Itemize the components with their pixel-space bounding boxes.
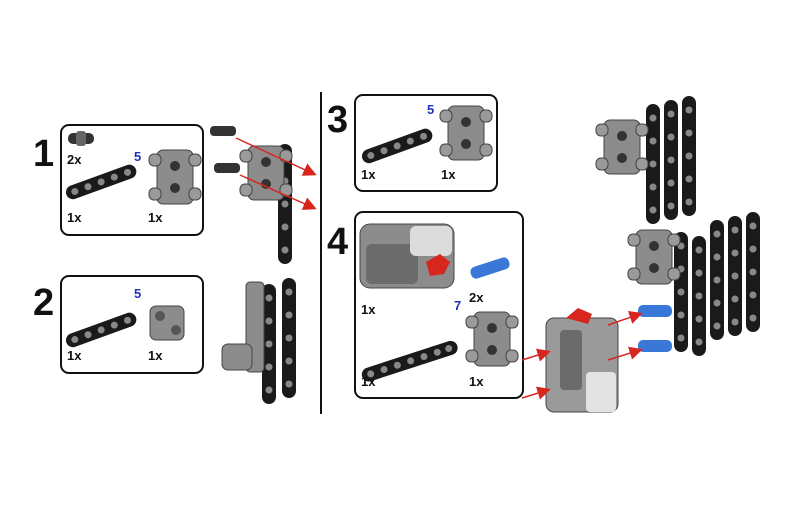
beam-part	[361, 128, 433, 164]
qty-label: 1x	[441, 167, 456, 182]
axle-pin-part	[470, 257, 510, 279]
step-1-number: 1	[33, 133, 55, 175]
column-divider	[320, 92, 322, 414]
sensor-part	[359, 223, 455, 289]
beam-length-label: 7	[454, 298, 462, 313]
step-2-assembly	[221, 278, 296, 404]
qty-label: 2x	[67, 152, 82, 167]
beam-part	[361, 340, 458, 382]
beam-length-label: 5	[134, 286, 142, 301]
qty-label: 1x	[67, 348, 82, 363]
pin-part	[68, 131, 94, 146]
step-4-assembly	[521, 212, 760, 413]
h-frame-part	[465, 311, 519, 367]
beam-length-label: 5	[134, 149, 142, 164]
h-frame-part	[439, 105, 493, 161]
double-cross-block-part	[149, 305, 185, 341]
qty-label: 1x	[361, 167, 376, 182]
step-3-assembly	[595, 96, 696, 224]
qty-label: 1x	[361, 302, 376, 317]
qty-label: 1x	[148, 348, 163, 363]
qty-label: 2x	[469, 290, 484, 305]
beam-part	[65, 312, 137, 348]
step-1-assembly	[210, 126, 317, 264]
step-3-number: 3	[327, 99, 349, 141]
step-4-number: 4	[327, 221, 349, 263]
qty-label: 1x	[469, 374, 484, 389]
beam-part	[65, 164, 137, 200]
beam-length-label: 5	[427, 102, 435, 117]
qty-label: 1x	[148, 210, 163, 225]
h-frame-part	[148, 149, 202, 205]
step-2-number: 2	[33, 282, 55, 324]
qty-label: 1x	[67, 210, 82, 225]
qty-label: 1x	[361, 374, 376, 389]
